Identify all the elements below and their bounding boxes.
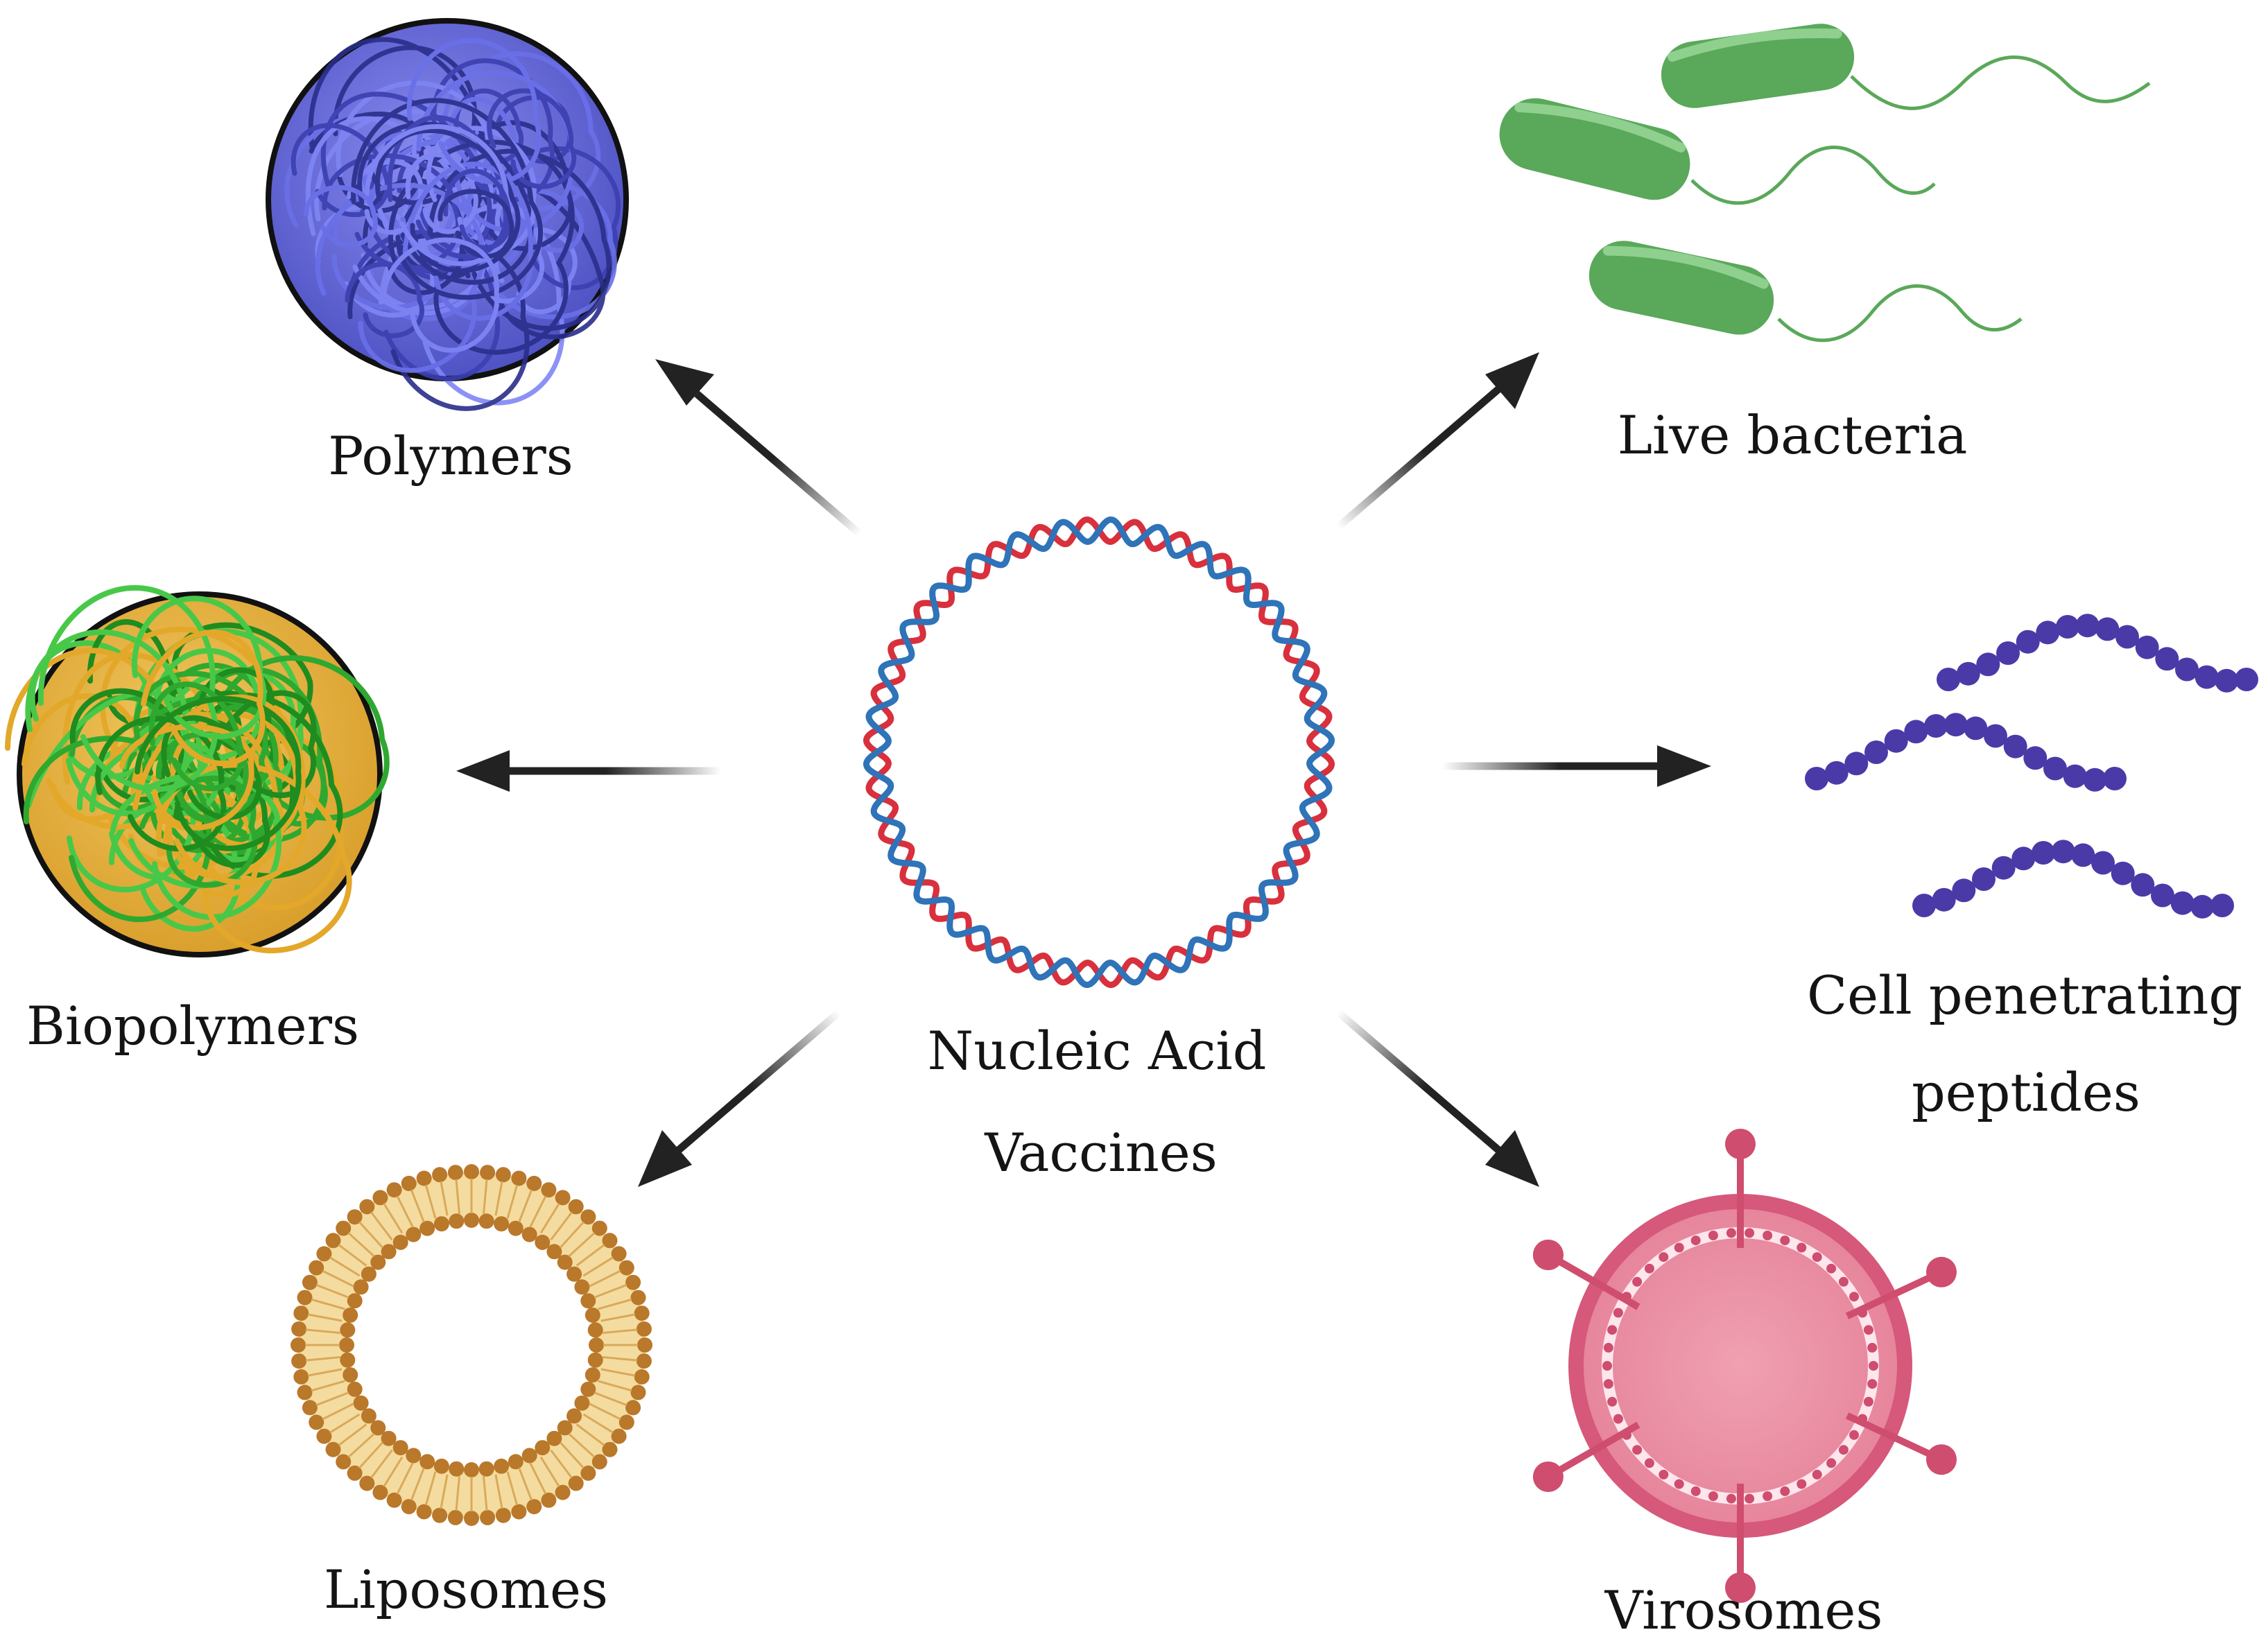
arrow-to-cell-penetrating-peptides <box>1442 745 1711 787</box>
biopolymers-icon <box>5 584 390 957</box>
dna-strand-blue <box>863 517 1335 988</box>
label-cpp-line2: peptides <box>1912 1061 2140 1123</box>
center-title-line2: Vaccines <box>985 1122 1218 1183</box>
center-title-line1: Nucleic Acid <box>927 1020 1267 1082</box>
liposome-icon <box>291 1164 652 1526</box>
label-polymers: Polymers <box>328 425 573 487</box>
virosome-icon <box>1532 1129 1957 1603</box>
arrow-to-polymers <box>655 359 863 537</box>
arrow-to-biopolymers <box>456 750 721 792</box>
arrow-to-liposomes <box>638 1009 842 1187</box>
peptide-chain-icon <box>1805 614 2258 919</box>
label-live-bacteria: Live bacteria <box>1617 404 1968 466</box>
label-cpp-line1: Cell penetrating <box>1806 964 2243 1026</box>
arrow-to-live-bacteria <box>1335 352 1539 530</box>
label-liposomes: Liposomes <box>324 1559 608 1620</box>
polymers-icon <box>266 18 629 411</box>
label-virosomes: Virosomes <box>1604 1579 1883 1641</box>
arrow-to-virosomes <box>1335 1009 1539 1187</box>
dna-plasmid-icon <box>863 517 1335 988</box>
label-biopolymers: Biopolymers <box>26 995 359 1057</box>
bacteria-icon <box>1499 24 2151 342</box>
